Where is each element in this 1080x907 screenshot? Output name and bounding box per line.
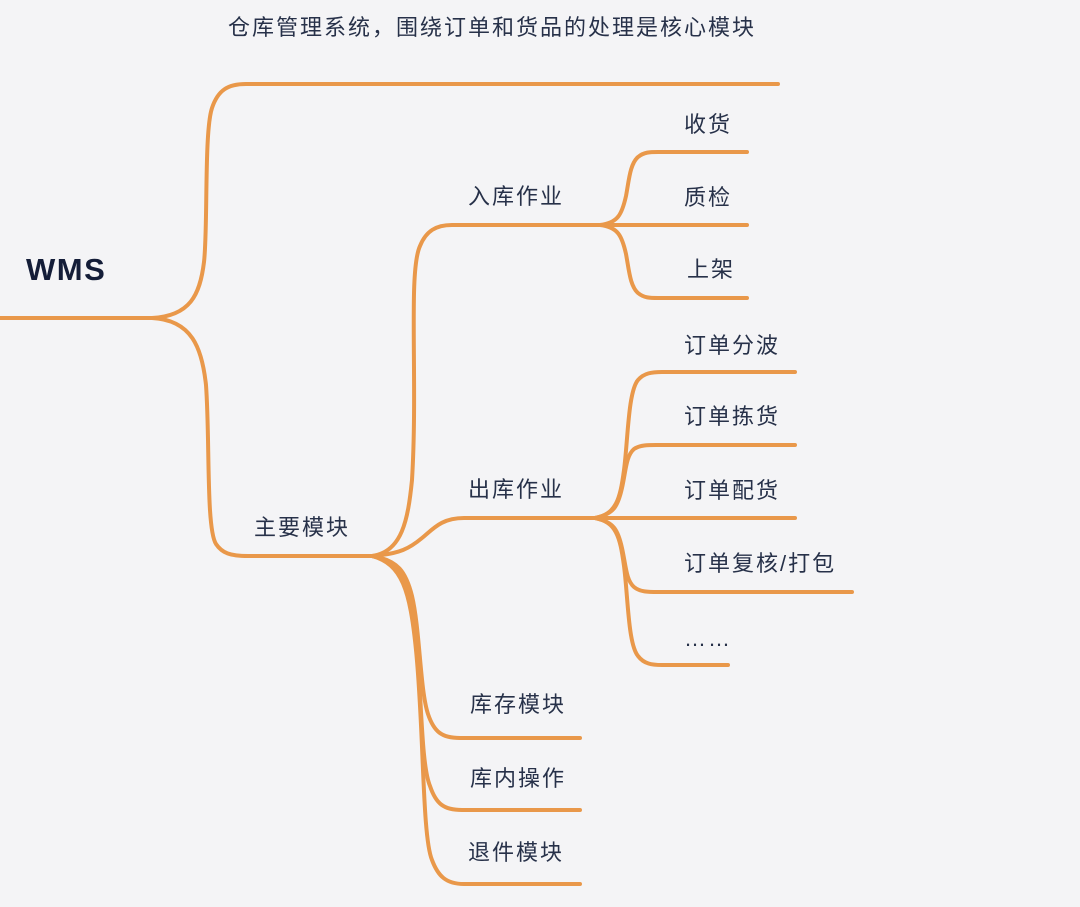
node-main-modules[interactable]: 主要模块 [254,515,351,540]
node-order-check-pack[interactable]: 订单复核/打包 [684,551,837,576]
branch-outbound-to-order-picking [593,443,797,520]
branch-outbound-to-ellipsis [593,516,730,667]
note-node[interactable]: 仓库管理系统，围绕订单和货品的处理是核心模块 [228,15,757,40]
branch-main-to-inbound [370,223,602,558]
node-order-wave[interactable]: 订单分波 [684,333,781,358]
branch-main-to-inventory [370,554,582,740]
branch-root-to-main-modules [150,316,374,558]
node-order-allocation[interactable]: 订单配货 [684,478,781,503]
branch-main-to-returns [370,554,582,886]
node-quality-check[interactable]: 质检 [684,185,733,210]
node-outbound[interactable]: 出库作业 [468,477,565,502]
node-warehouse-ops[interactable]: 库内操作 [470,766,567,791]
branch-inbound-to-shelving [598,223,749,300]
node-returns[interactable]: 退件模块 [468,840,565,865]
node-ellipsis[interactable]: …… [684,626,732,651]
node-inbound[interactable]: 入库作业 [468,184,565,209]
node-shelving[interactable]: 上架 [687,257,736,282]
branch-inbound-to-receiving [598,150,749,227]
root-node-wms[interactable]: WMS [26,252,107,287]
node-inventory[interactable]: 库存模块 [470,692,567,717]
branch-main-to-outbound [370,516,597,558]
node-receiving[interactable]: 收货 [684,112,733,137]
node-order-picking[interactable]: 订单拣货 [684,404,781,429]
branch-root-to-note [150,82,780,320]
